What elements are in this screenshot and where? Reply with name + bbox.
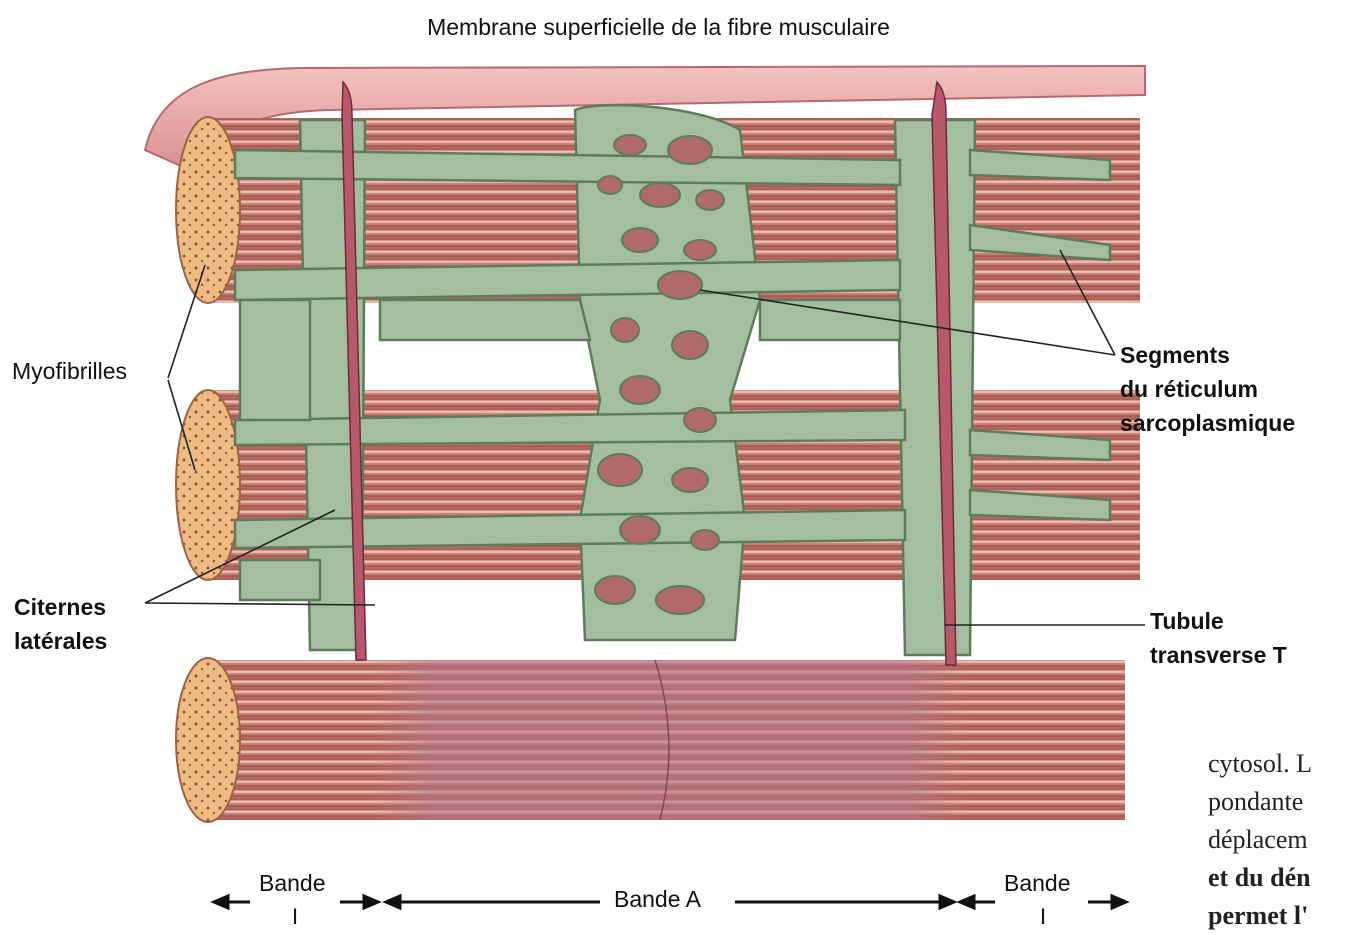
label-citernes-laterales: Citernes latérales — [14, 590, 107, 658]
body-text-line: cytosol. L — [1208, 745, 1347, 783]
body-text-fragment: cytosol. L pondante déplacem et du dén p… — [1208, 745, 1347, 935]
band-i-right-label: Bande — [1000, 870, 1075, 897]
label-tubule-line-1: Tubule — [1150, 604, 1287, 638]
label-citernes-line-1: Citernes — [14, 590, 107, 624]
label-myofibrilles: Myofibrilles — [12, 358, 127, 385]
band-i-right-mark: I — [1040, 904, 1046, 930]
body-text-line: déplacem — [1208, 821, 1347, 859]
page-title: Membrane superficielle de la fibre muscu… — [0, 14, 1347, 41]
myofibril-3 — [176, 658, 1125, 822]
label-tubule-transverse: Tubule transverse T — [1150, 604, 1287, 672]
band-i-left-mark: I — [292, 904, 298, 930]
label-segments-line-3: sarcoplasmique — [1120, 406, 1295, 440]
band-i-left-label: Bande — [255, 870, 330, 897]
label-citernes-line-2: latérales — [14, 624, 107, 658]
label-tubule-line-2: transverse T — [1150, 638, 1287, 672]
label-segments-line-1: Segments — [1120, 338, 1295, 372]
body-text-line: et du dén — [1208, 859, 1347, 897]
body-text-line: pondante — [1208, 783, 1347, 821]
label-segments-line-2: du réticulum — [1120, 372, 1295, 406]
band-a-label: Bande A — [610, 886, 705, 913]
myofibril-2-cross-section — [176, 390, 240, 580]
a-band-region — [370, 660, 970, 820]
body-text-line: permet l' — [1208, 897, 1347, 935]
myofibril-3-cross-section — [176, 658, 240, 822]
myofibril-1-cross-section — [176, 117, 240, 303]
label-segments-reticulum: Segments du réticulum sarcoplasmique — [1120, 338, 1295, 440]
